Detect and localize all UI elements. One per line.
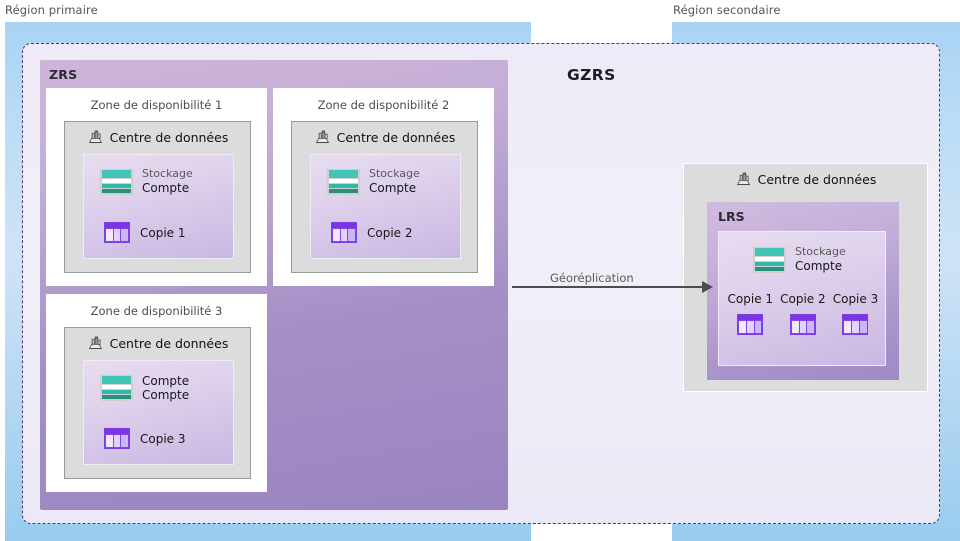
availability-zone-2-title: Zone de disponibilité 2 — [317, 98, 450, 112]
secondary-copy-icons — [724, 314, 882, 335]
storage-account-icon — [753, 246, 786, 273]
datacenter-icon — [87, 335, 104, 352]
availability-zone-1-title: Zone de disponibilité 1 — [90, 98, 223, 112]
datacenter-icon — [735, 171, 752, 188]
storage-account-secondary: Stockage Compte — [753, 245, 846, 273]
copy-label-3: Copie 3 — [832, 292, 879, 306]
storage-account-line2: Compte — [795, 258, 843, 273]
storage-account-line2: Compte — [142, 388, 190, 403]
storage-account-line2: Compte — [369, 180, 417, 195]
primary-region-label: Région primaire — [5, 3, 98, 17]
storage-account-az1: Stockage Compte — [100, 167, 193, 195]
lrs-container: LRS Stockage Compte Copie 1 Copie 2 Copi… — [707, 202, 899, 380]
storage-box-secondary: Stockage Compte Copie 1 Copie 2 Copie 3 — [718, 231, 886, 366]
storage-account-az2: Stockage Compte — [327, 167, 420, 195]
secondary-region-label: Région secondaire — [673, 3, 781, 17]
copy-label-1: Copie 1 — [727, 292, 774, 306]
datacenter-label-az1: Centre de données — [109, 130, 229, 145]
copy-icon — [737, 314, 764, 335]
availability-zone-3-title: Zone de disponibilité 3 — [90, 304, 223, 318]
lrs-title: LRS — [718, 209, 745, 224]
storage-account-line1: Stockage — [795, 245, 846, 258]
copy-row-az2: Copie 2 — [331, 222, 413, 243]
datacenter-box-az2: Centre de données Stockage Compte — [291, 121, 478, 273]
zrs-title: ZRS — [49, 67, 78, 82]
availability-zone-3: Zone de disponibilité 3 Centre de donnée… — [46, 294, 267, 492]
gzrs-title: GZRS — [567, 66, 616, 84]
datacenter-header-secondary: Centre de données — [684, 171, 927, 188]
copy-icon — [789, 314, 816, 335]
datacenter-box-az3: Centre de données Compte Compte — [64, 327, 251, 479]
copy-label-2: Copie 2 — [780, 292, 826, 306]
storage-account-icon — [327, 168, 360, 195]
availability-zone-1: Zone de disponibilité 1 Centre de donnée… — [46, 88, 267, 286]
copy-row-az1: Copie 1 — [104, 222, 186, 243]
copy-row-az3: Copie 3 — [104, 428, 186, 449]
storage-account-line2: Compte — [142, 180, 190, 195]
storage-account-az3: Compte Compte — [100, 374, 189, 402]
georeplication-arrow-line — [512, 286, 706, 288]
datacenter-box-secondary: Centre de données LRS Stockage Compte Co… — [683, 163, 928, 392]
copy-label-az3: Copie 3 — [140, 431, 186, 446]
datacenter-header-az2: Centre de données — [292, 129, 477, 146]
storage-box-az3: Compte Compte Copie 3 — [83, 360, 234, 465]
datacenter-header-az3: Centre de données — [65, 335, 250, 352]
secondary-copy-labels: Copie 1 Copie 2 Copie 3 — [724, 292, 882, 306]
storage-account-line1: Stockage — [369, 167, 420, 180]
datacenter-icon — [314, 129, 331, 146]
copy-icon — [104, 222, 130, 243]
storage-box-az1: Stockage Compte Copie 1 — [83, 154, 234, 259]
storage-account-icon — [100, 375, 133, 402]
storage-account-icon — [100, 168, 133, 195]
datacenter-box-az1: Centre de données Stockage Compte — [64, 121, 251, 273]
copy-icon — [331, 222, 357, 243]
storage-account-line1: Stockage — [142, 167, 193, 180]
georeplication-arrow-head — [702, 281, 713, 293]
datacenter-header-az1: Centre de données — [65, 129, 250, 146]
datacenter-label-az3: Centre de données — [109, 336, 229, 351]
datacenter-label-secondary: Centre de données — [757, 172, 877, 187]
georeplication-label: Géoréplication — [550, 271, 634, 285]
copy-icon — [104, 428, 130, 449]
datacenter-icon — [87, 129, 104, 146]
availability-zone-2: Zone de disponibilité 2 Centre de donnée… — [273, 88, 494, 286]
storage-account-line1: Compte — [142, 374, 190, 388]
copy-icon — [842, 314, 869, 335]
datacenter-label-az2: Centre de données — [336, 130, 456, 145]
copy-label-az1: Copie 1 — [140, 225, 186, 240]
storage-box-az2: Stockage Compte Copie 2 — [310, 154, 461, 259]
copy-label-az2: Copie 2 — [367, 225, 413, 240]
